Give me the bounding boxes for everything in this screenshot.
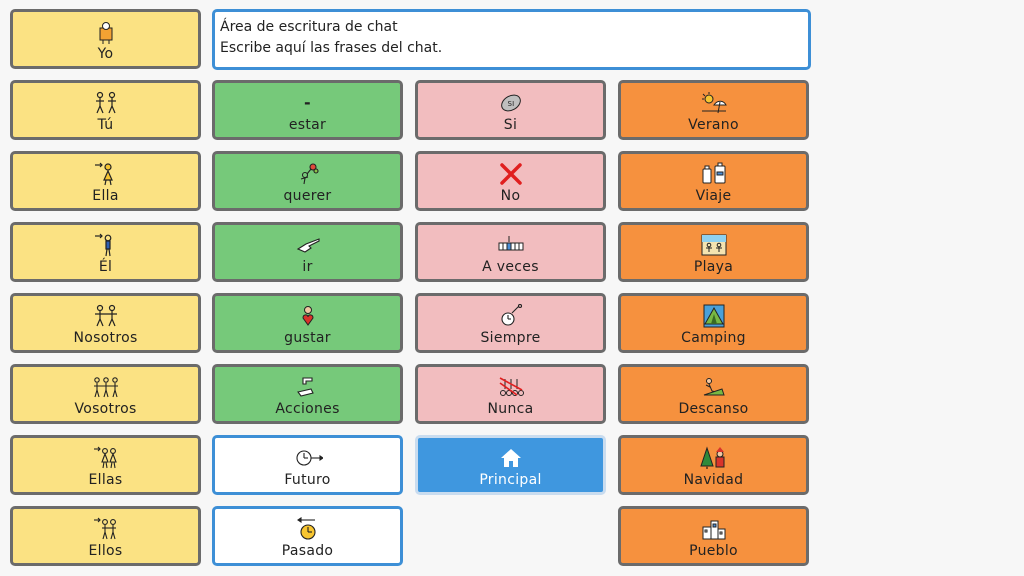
two-boys-icon — [91, 516, 121, 542]
clock-back-icon — [293, 516, 323, 542]
tent-icon — [699, 303, 729, 329]
cell-principal[interactable]: Principal — [415, 435, 606, 495]
cell-nunca[interactable]: Nunca — [415, 364, 606, 424]
cell-a-veces[interactable]: A veces — [415, 222, 606, 282]
cell-label: Viaje — [695, 187, 732, 204]
two-girls-icon — [91, 445, 121, 471]
cell-verano[interactable]: Verano — [618, 80, 809, 140]
cell-label: Descanso — [678, 400, 749, 417]
cell-label: Tú — [97, 116, 114, 133]
three-people-icon — [91, 374, 121, 400]
cell-label: Playa — [693, 258, 734, 275]
cell-el[interactable]: Él — [10, 222, 201, 282]
cell-label: Siempre — [480, 329, 541, 346]
village-icon — [699, 516, 729, 542]
home-icon — [496, 445, 526, 471]
chat-title-text: Área de escritura de chat — [220, 19, 398, 35]
cell-label: Acciones — [275, 400, 340, 417]
cell-ella[interactable]: Ella — [10, 151, 201, 211]
cell-label: Vosotros — [74, 400, 137, 417]
resting-person-icon — [699, 374, 729, 400]
cell-viaje[interactable]: Viaje — [618, 151, 809, 211]
cell-label: Pueblo — [689, 542, 738, 559]
cell-futuro[interactable]: Futuro — [212, 435, 403, 495]
cell-descanso[interactable]: Descanso — [618, 364, 809, 424]
chat-placeholder-text: Escribe aquí las frases del chat. — [220, 40, 443, 56]
cell-tu[interactable]: Tú — [10, 80, 201, 140]
cell-label: No — [500, 187, 521, 204]
group-people-icon — [91, 303, 121, 329]
dash-symbol: - — [304, 93, 311, 112]
cell-label: Verano — [688, 116, 739, 133]
cell-estar[interactable]: - estar — [212, 80, 403, 140]
clock-forward-icon — [293, 445, 323, 471]
cell-label: Nosotros — [73, 329, 138, 346]
cell-siempre[interactable]: Siempre — [415, 293, 606, 353]
yes-badge-text: SI — [507, 100, 514, 108]
cell-label: Él — [98, 258, 113, 275]
cell-nosotros[interactable]: Nosotros — [10, 293, 201, 353]
hands-action-icon — [293, 374, 323, 400]
cell-acciones[interactable]: Acciones — [212, 364, 403, 424]
cell-label: Futuro — [284, 471, 331, 488]
cell-label: estar — [288, 116, 327, 133]
cell-label: Nunca — [487, 400, 534, 417]
cell-label: Camping — [681, 329, 746, 346]
cell-no[interactable]: No — [415, 151, 606, 211]
cell-label: Ella — [92, 187, 119, 204]
cell-label: Ellas — [88, 471, 123, 488]
red-cross-icon — [496, 161, 526, 187]
cell-label: Si — [503, 116, 518, 133]
cell-navidad[interactable]: Navidad — [618, 435, 809, 495]
cell-label: Navidad — [683, 471, 744, 488]
boy-icon — [91, 232, 121, 258]
cell-label: querer — [283, 187, 332, 204]
calendar-some-icon — [496, 232, 526, 258]
cell-si[interactable]: SI Si — [415, 80, 606, 140]
cell-ellos[interactable]: Ellos — [10, 506, 201, 566]
cell-label: gustar — [284, 329, 331, 346]
never-crossed-icon — [496, 374, 526, 400]
cell-label: Ellos — [88, 542, 123, 559]
pointing-hand-icon — [293, 232, 323, 258]
like-heart-icon — [293, 303, 323, 329]
cell-label: Principal — [479, 471, 542, 488]
summer-sun-icon — [699, 90, 729, 116]
yes-badge-icon: SI — [496, 90, 526, 116]
two-people-icon — [91, 90, 121, 116]
cell-querer[interactable]: querer — [212, 151, 403, 211]
chat-writing-area[interactable]: Área de escritura de chat Escribe aquí l… — [212, 9, 811, 70]
want-icon — [293, 161, 323, 187]
cell-label: ir — [302, 258, 313, 275]
person-self-icon — [91, 19, 121, 45]
cell-label: Yo — [97, 45, 114, 62]
cell-label: Pasado — [281, 542, 334, 559]
cell-ir[interactable]: ir — [212, 222, 403, 282]
cell-camping[interactable]: Camping — [618, 293, 809, 353]
luggage-icon — [699, 161, 729, 187]
cell-gustar[interactable]: gustar — [212, 293, 403, 353]
clock-loop-icon — [496, 303, 526, 329]
cell-label: A veces — [482, 258, 539, 275]
cell-ellas[interactable]: Ellas — [10, 435, 201, 495]
beach-icon — [699, 232, 729, 258]
christmas-icon — [699, 445, 729, 471]
cell-playa[interactable]: Playa — [618, 222, 809, 282]
cell-yo[interactable]: Yo — [10, 9, 201, 69]
cell-vosotros[interactable]: Vosotros — [10, 364, 201, 424]
cell-pasado[interactable]: Pasado — [212, 506, 403, 566]
girl-icon — [91, 161, 121, 187]
cell-pueblo[interactable]: Pueblo — [618, 506, 809, 566]
